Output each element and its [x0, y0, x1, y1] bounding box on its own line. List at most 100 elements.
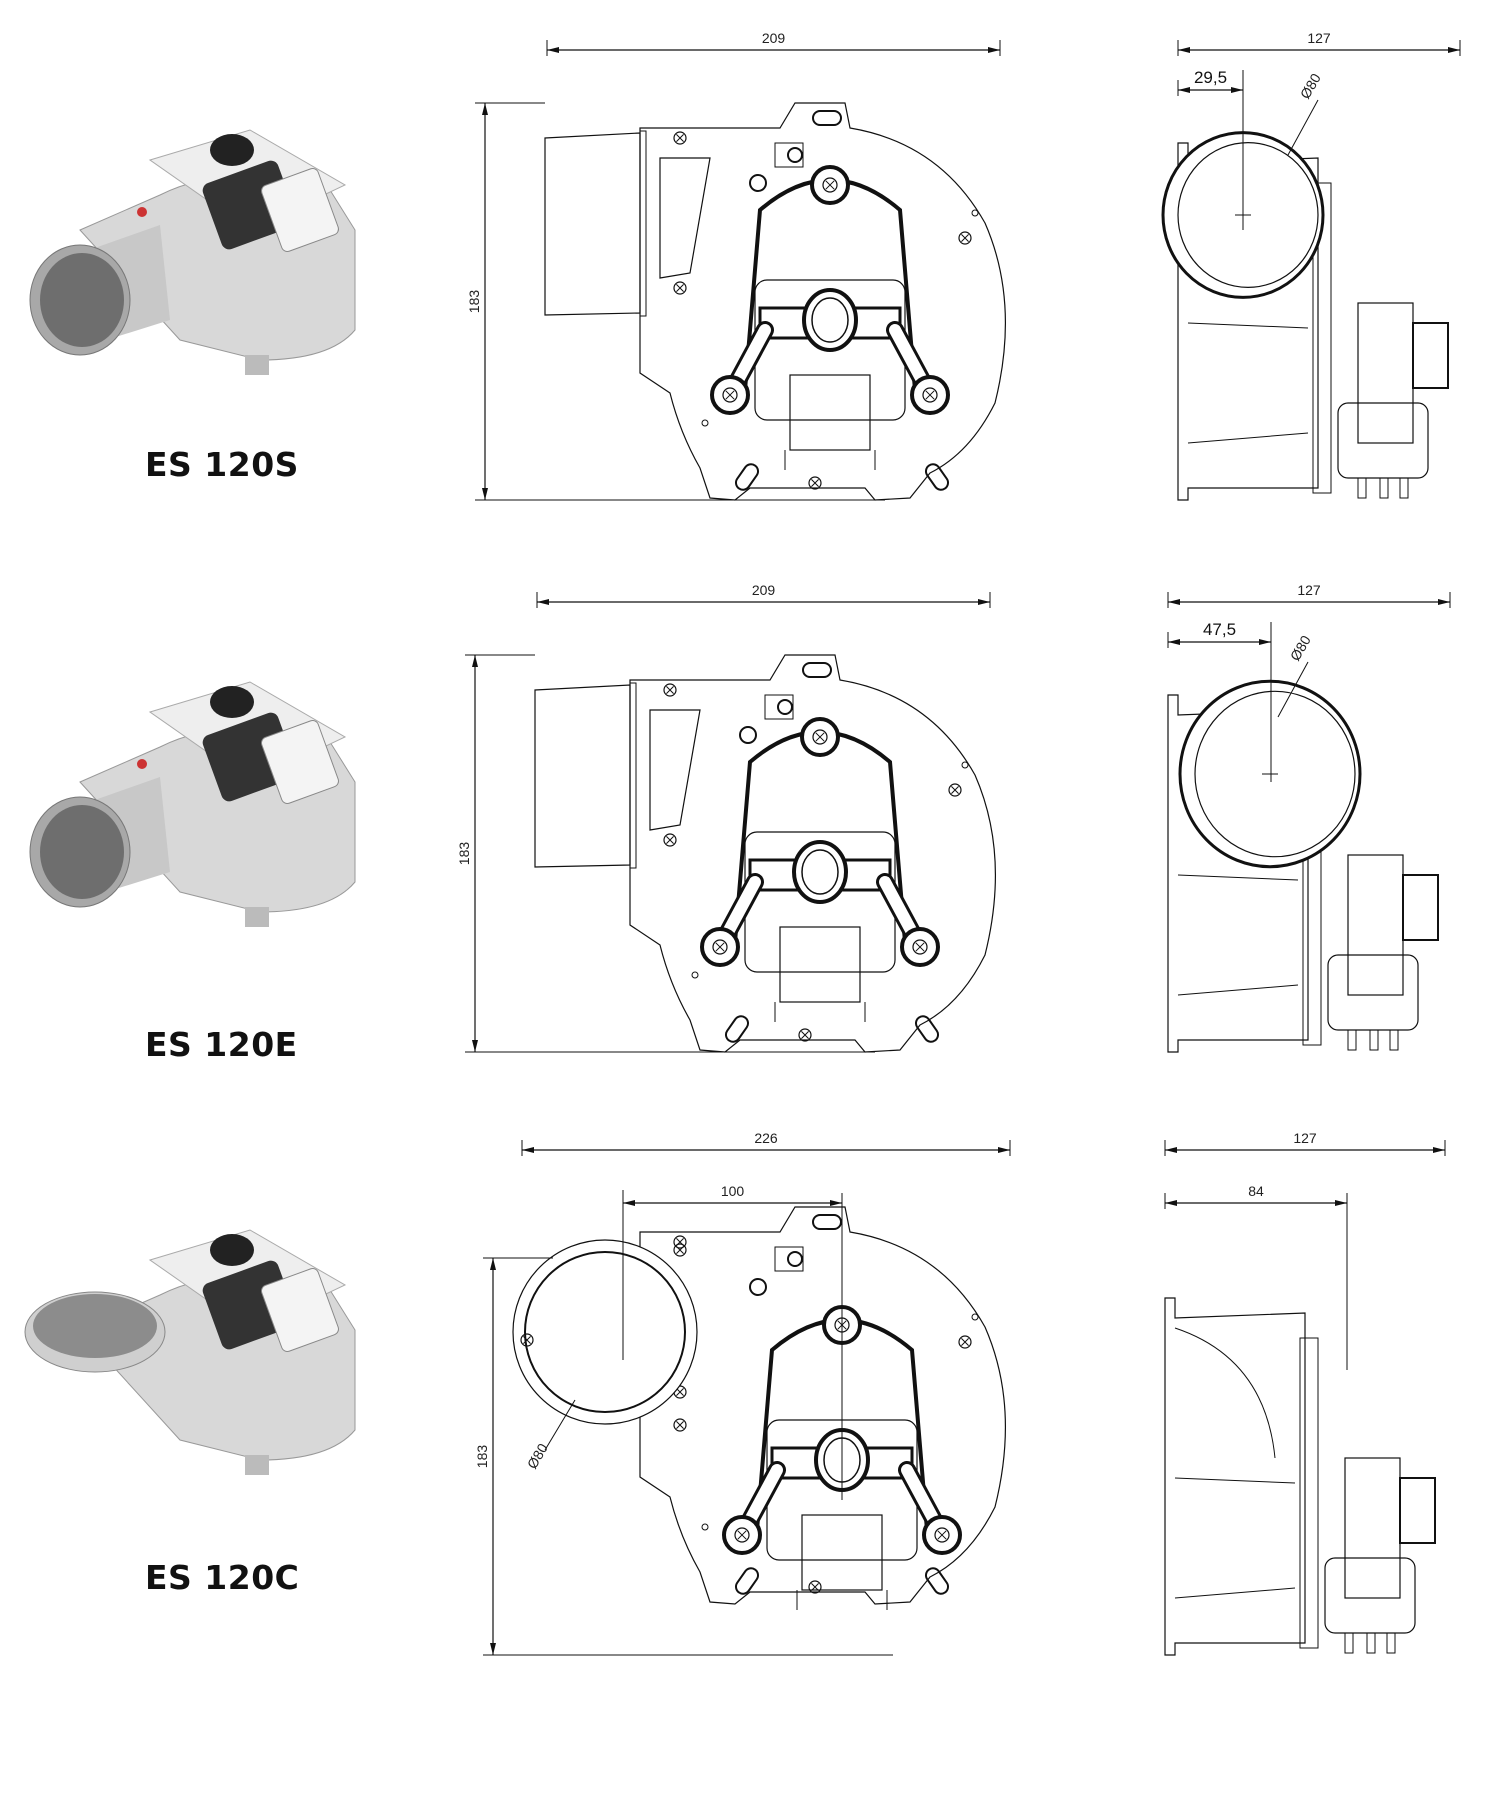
motor-coil [789, 374, 871, 451]
front-width-dim-arrow-end [978, 599, 990, 605]
capacitor-render [261, 168, 339, 252]
side-depth-dim-label: 127 [1293, 1130, 1317, 1146]
screw-icon [808, 476, 822, 490]
screw-icon [722, 387, 738, 403]
hole [749, 174, 767, 192]
screw-icon [520, 1333, 534, 1347]
side-capacitor [1337, 402, 1429, 479]
screw-icon [673, 1235, 687, 1249]
side-offset-dim-label: 47,5 [1203, 620, 1236, 639]
front-inner-dim-arrow-start [623, 1200, 635, 1206]
motor-cap-render [210, 686, 254, 718]
terminal-pin [1399, 477, 1409, 499]
terminal-pin [1379, 477, 1389, 499]
front-width-dim-arrow-start [537, 599, 549, 605]
screw-icon [812, 729, 828, 745]
housing-outline [629, 654, 997, 1053]
side-housing [1167, 694, 1309, 1053]
front-width-dim-arrow-end [998, 1147, 1010, 1153]
front-view-0: 209 183 [466, 30, 1007, 501]
capacitor-render [261, 720, 339, 804]
terminal-pin [1386, 1632, 1396, 1654]
housing-outline [639, 102, 1007, 501]
red-screw [137, 759, 147, 769]
capacitor-render [261, 1268, 339, 1352]
screw-icon [734, 1527, 750, 1543]
screw-icon [663, 833, 677, 847]
screw-icon [673, 281, 687, 295]
screw-icon [673, 1418, 687, 1432]
mounting-slot [924, 1567, 950, 1595]
screw-icon [663, 683, 677, 697]
side-offset-dim-arrow-end [1259, 639, 1271, 645]
front-view-1: 209 183 [456, 582, 997, 1053]
model-label-es-120e: ES 120E [145, 1025, 298, 1064]
front-width-dim-label: 209 [752, 582, 776, 598]
screw-icon [808, 1580, 822, 1594]
screw-icon [712, 939, 728, 955]
side-depth-dim-arrow-end [1433, 1147, 1445, 1153]
side-offset-dim-arrow-start [1168, 639, 1180, 645]
front-inner-dim-label: 100 [721, 1183, 745, 1199]
side-motor [1357, 302, 1414, 444]
screw-icon [922, 387, 938, 403]
outlet-flange [512, 1239, 698, 1425]
product-image-es-120e [29, 681, 356, 927]
mounting-slot [802, 662, 832, 678]
terminal-pin [1357, 477, 1367, 499]
screw-icon [822, 177, 838, 193]
side-offset-dim-arrow-end [1335, 1200, 1347, 1206]
side-motor [1344, 1457, 1401, 1599]
mounting-slot [914, 1015, 940, 1043]
side-offset-dim-label: 29,5 [1194, 68, 1227, 87]
outlet-pipe [534, 684, 631, 868]
side-depth-dim-label: 127 [1297, 582, 1321, 598]
side-capacitor [1327, 954, 1419, 1031]
outlet-flap [649, 709, 701, 831]
motor-coil [801, 1514, 883, 1591]
side-depth-dim-arrow-end [1438, 599, 1450, 605]
diameter-label: Ø80 [524, 1440, 551, 1471]
mounting-slot [924, 463, 950, 491]
terminal-pin [1344, 1632, 1354, 1654]
screw-icon [673, 131, 687, 145]
side-connector [1402, 874, 1439, 941]
front-height-dim-label: 183 [474, 1445, 490, 1469]
motor-cap-render [210, 134, 254, 166]
screw-icon [958, 231, 972, 245]
screw-icon [934, 1527, 950, 1543]
front-width-dim-label: 209 [762, 30, 786, 46]
front-width-dim-arrow-start [522, 1147, 534, 1153]
side-depth-dim-arrow-start [1168, 599, 1180, 605]
front-height-dim-label: 183 [466, 290, 482, 314]
side-connector [1412, 322, 1449, 389]
diameter-label: Ø80 [1287, 632, 1314, 663]
terminal-pin [1366, 1632, 1376, 1654]
front-width-dim-arrow-start [547, 47, 559, 53]
side-capacitor [1324, 1557, 1416, 1634]
terminal-pin [1389, 1029, 1399, 1051]
side-depth-dim-arrow-end [1448, 47, 1460, 53]
outlet-pipe [544, 132, 641, 316]
front-height-dim-label: 183 [456, 842, 472, 866]
diameter-leader [1277, 661, 1309, 718]
side-depth-dim-arrow-start [1165, 1147, 1177, 1153]
diameter-leader [1287, 99, 1319, 156]
side-offset-dim-arrow-start [1178, 87, 1190, 93]
side-housing [1164, 1297, 1306, 1656]
motor-bracket [733, 730, 907, 943]
model-label-es-120c: ES 120C [145, 1558, 300, 1597]
mounting-slot [812, 110, 842, 126]
hole [749, 1278, 767, 1296]
mounting-slot [734, 463, 760, 491]
foot-render [245, 907, 269, 927]
terminal-pin [1347, 1029, 1357, 1051]
housing-outline [639, 1206, 1007, 1605]
side-offset-dim-label: 84 [1248, 1183, 1264, 1199]
product-image-es-120s [29, 129, 356, 375]
side-depth-dim-arrow-start [1178, 47, 1190, 53]
